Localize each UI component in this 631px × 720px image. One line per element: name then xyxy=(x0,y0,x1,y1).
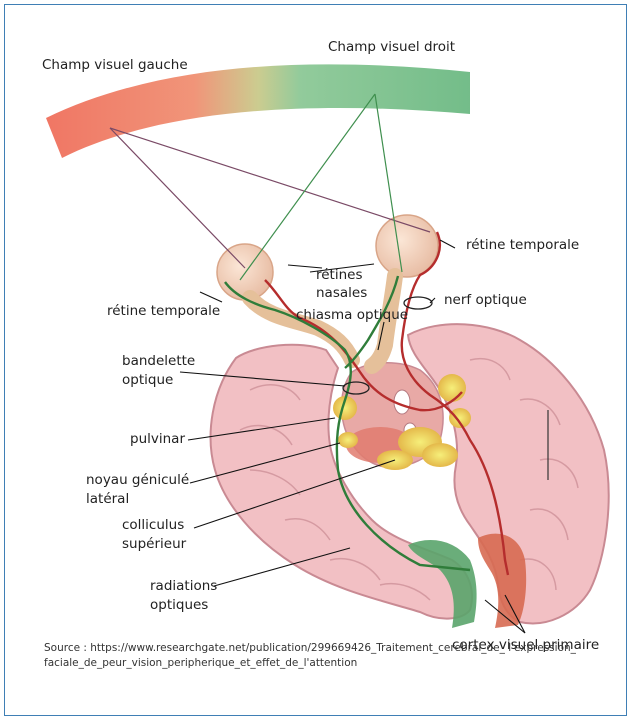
optic-nerve-label: nerf optique xyxy=(444,291,527,309)
temporal-retina-right-label: rétine temporale xyxy=(466,236,579,254)
radiations-label-line2: optiques xyxy=(150,596,208,614)
nasal-retinas-label-line2: nasales xyxy=(316,284,367,302)
left-visual-field-label: Champ visuel gauche xyxy=(42,56,188,74)
lgn-label-line2: latéral xyxy=(86,490,129,508)
visual-field-band xyxy=(46,64,470,158)
nasal-retinas-label-line1: rétines xyxy=(316,266,363,284)
pulvinar-label: pulvinar xyxy=(130,430,185,448)
optic-chiasm-label: chiasma optique xyxy=(296,306,408,324)
right-visual-field-label: Champ visuel droit xyxy=(328,38,455,56)
optic-tract-label-line1: bandelette xyxy=(122,352,195,370)
radiations-label-line1: radiations xyxy=(150,577,217,595)
source-line-2: faciale_de_peur_vision_peripherique_et_e… xyxy=(44,656,629,671)
source-line-1: Source : https://www.researchgate.net/pu… xyxy=(44,641,629,656)
left-eye xyxy=(217,244,273,300)
source-caption: Source : https://www.researchgate.net/pu… xyxy=(44,641,629,671)
colliculus-label-line2: supérieur xyxy=(122,535,186,553)
colliculus-label-line1: colliculus xyxy=(122,516,184,534)
optic-tract-label-line2: optique xyxy=(122,371,173,389)
temporal-retina-left-label: rétine temporale xyxy=(107,302,220,320)
lgn-label-line1: noyau géniculé xyxy=(86,471,189,489)
